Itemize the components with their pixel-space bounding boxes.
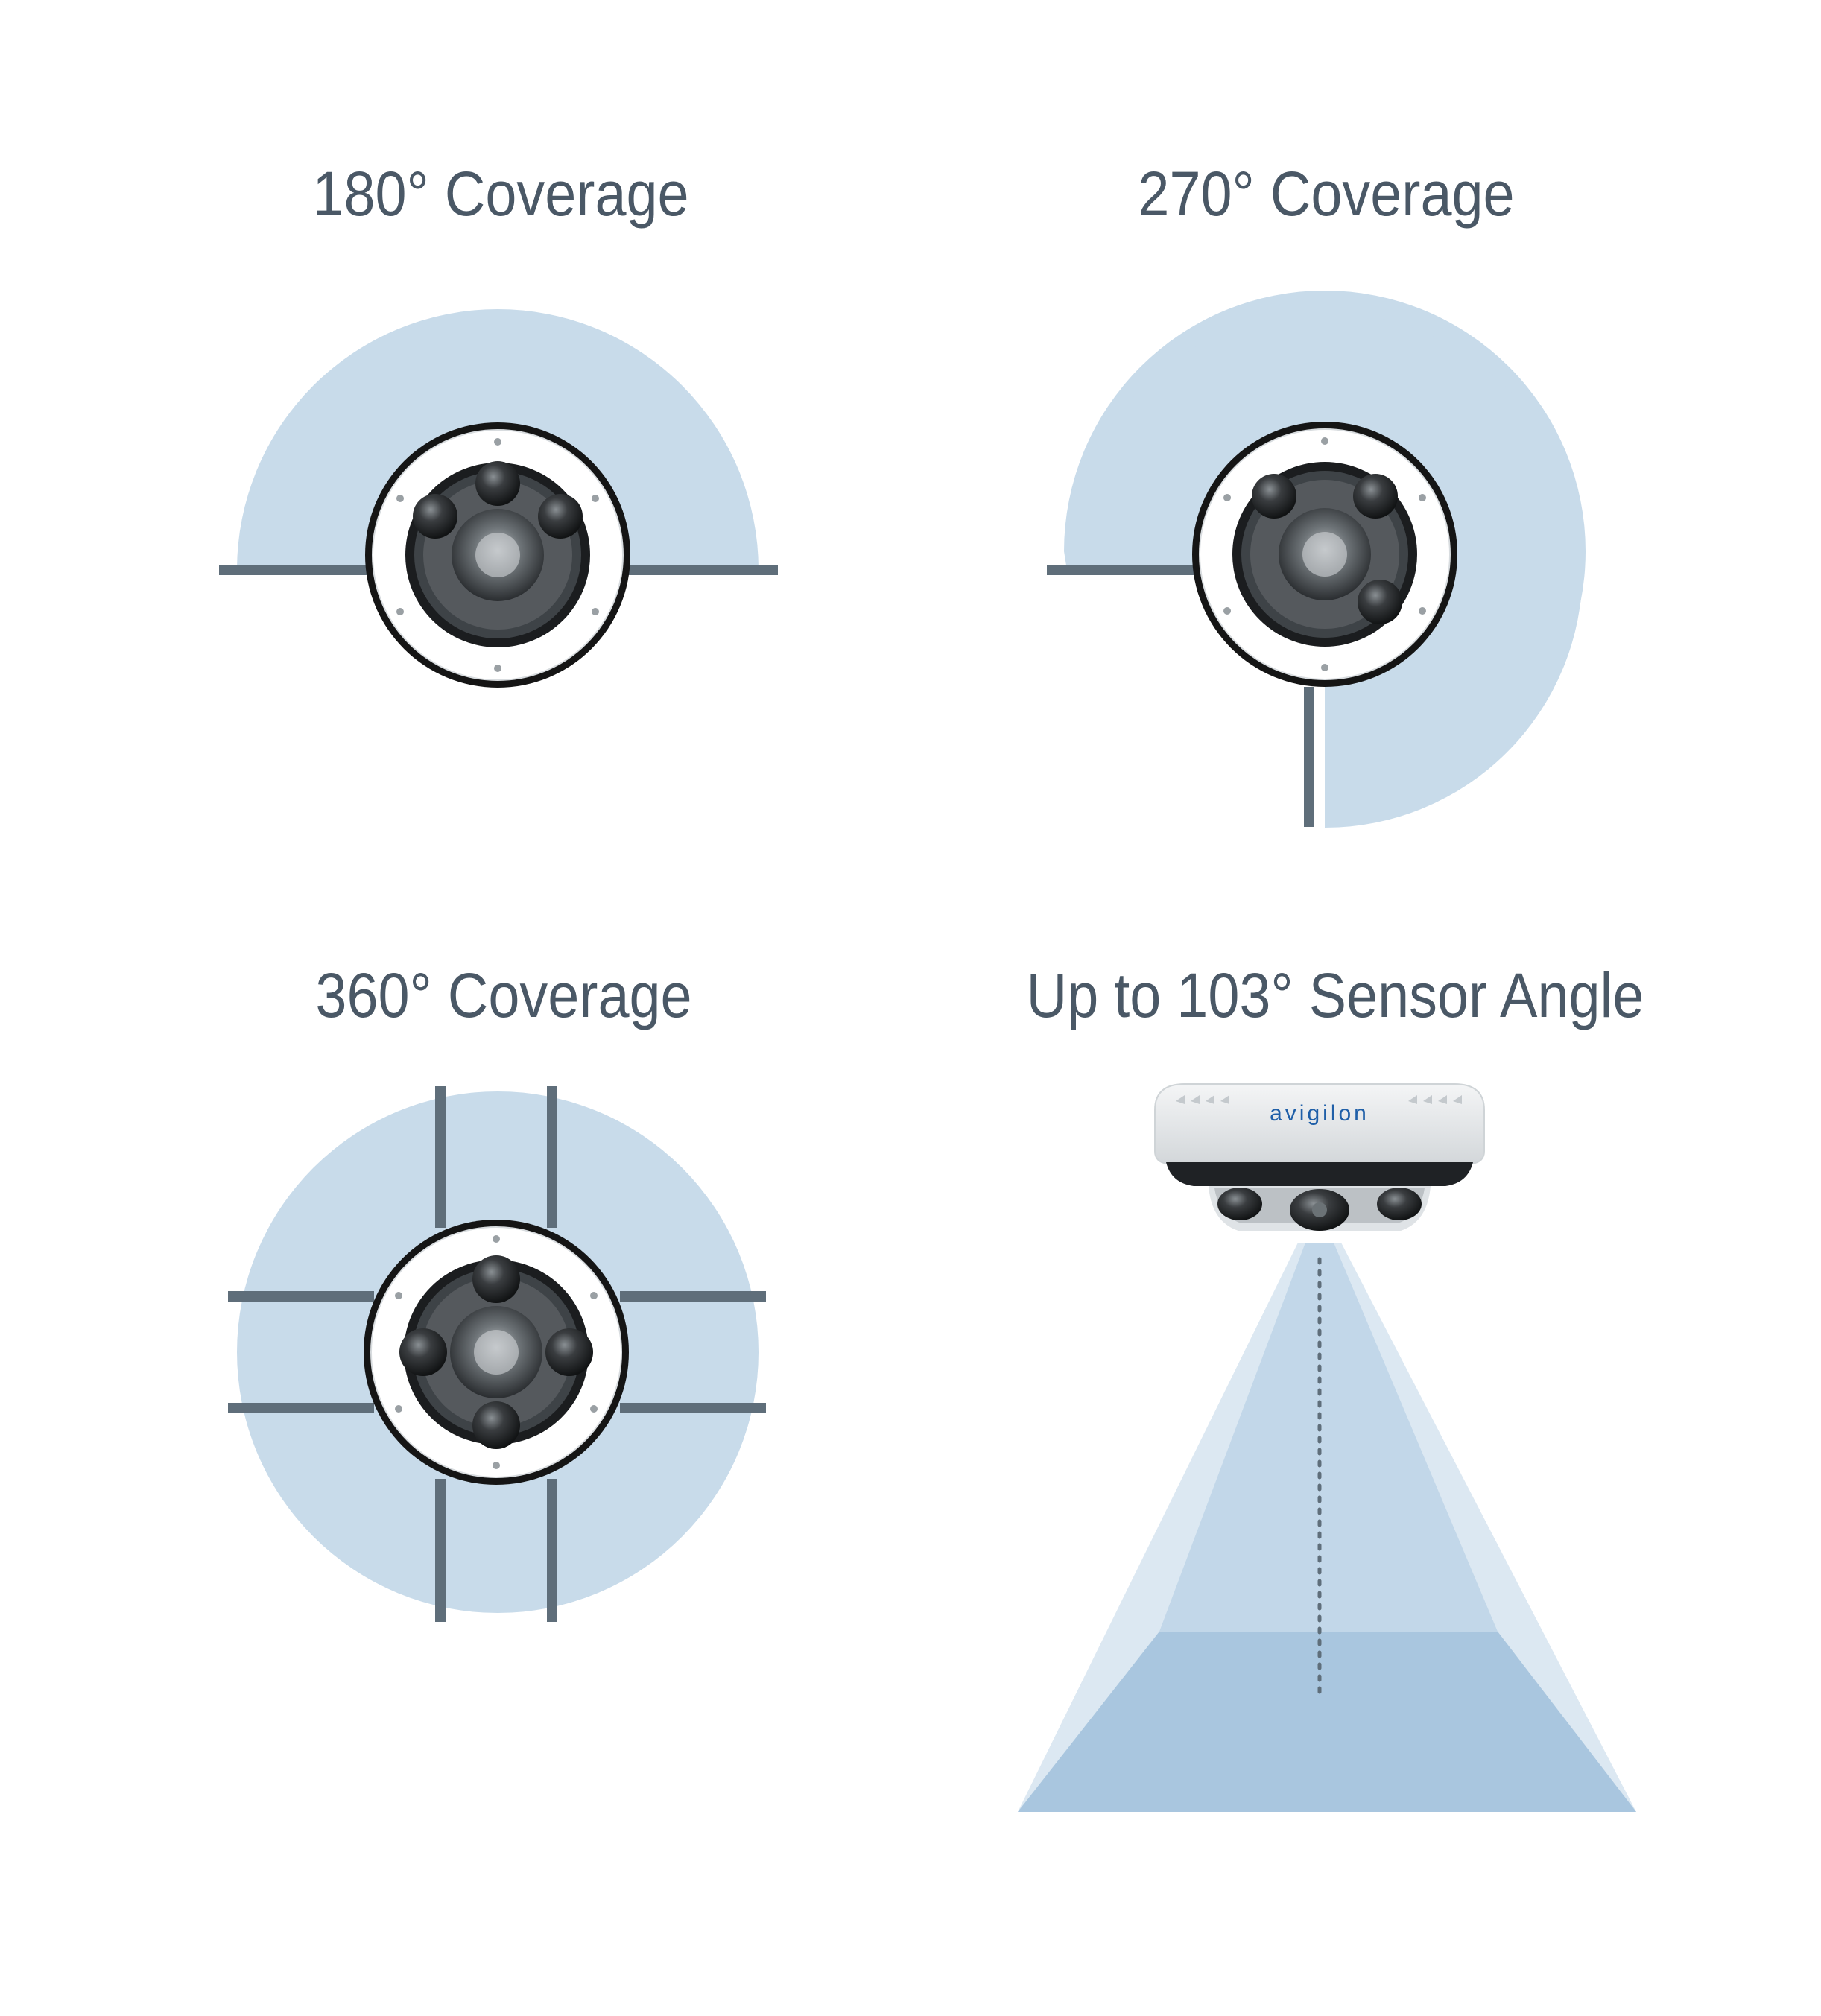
wall-line-vertical-right-bottom [547, 1479, 557, 1622]
field-of-view-floor [1018, 1632, 1636, 1812]
camera-dome-icon [363, 1219, 630, 1486]
panel-270 [1047, 291, 1586, 828]
title-270-coverage: 270° Coverage [1138, 159, 1515, 229]
wall-line-vertical-left-top [435, 1086, 446, 1228]
panel-sensor-angle: avigilon [1018, 1083, 1636, 1812]
wall-line-horizontal-top-left [228, 1291, 374, 1302]
wall-line-left [219, 565, 379, 575]
wall-line-vertical-right-top [547, 1086, 557, 1228]
title-sensor-angle: Up to 103° Sensor Angle [1026, 960, 1644, 1030]
wall-line-right [618, 565, 778, 575]
wall-line-horizontal-bottom-left [228, 1403, 374, 1413]
camera-side-icon: avigilon [1154, 1083, 1485, 1231]
wall-line-horizontal-top-right [620, 1291, 766, 1302]
camera-dome-icon [1191, 421, 1458, 688]
wall-line-vertical [1304, 687, 1314, 827]
title-360-coverage: 360° Coverage [315, 960, 692, 1030]
wall-line-horizontal-bottom-right [620, 1403, 766, 1413]
panel-360 [228, 1086, 766, 1622]
panel-180 [219, 309, 778, 688]
title-180-coverage: 180° Coverage [312, 159, 689, 229]
camera-dome-icon [364, 422, 631, 688]
wall-line-horizontal [1047, 565, 1206, 575]
wall-line-vertical-left-bottom [435, 1479, 446, 1622]
camera-brand-logo: avigilon [1270, 1101, 1369, 1126]
